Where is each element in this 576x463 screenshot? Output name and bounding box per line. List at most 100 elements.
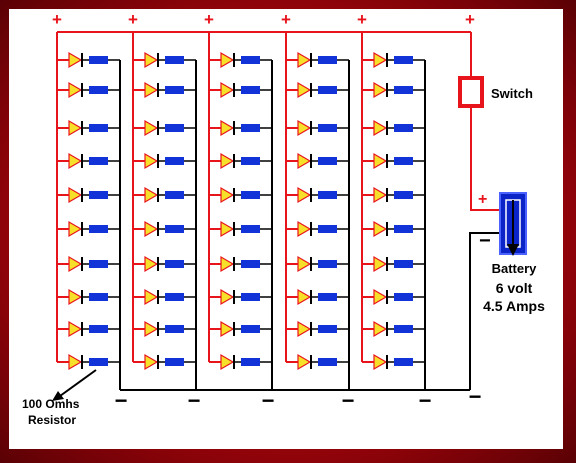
resistor-symbol	[241, 157, 260, 165]
resistor-symbol	[165, 157, 184, 165]
bottom-minus-signs: −−−−−−	[115, 384, 482, 413]
resistor-symbol	[241, 86, 260, 94]
led-symbol	[373, 288, 388, 306]
led-symbol	[373, 255, 388, 273]
resistor-symbol	[394, 191, 413, 199]
resistor-symbol	[89, 191, 108, 199]
led-symbol	[68, 81, 83, 99]
top-plus-sign: +	[281, 10, 291, 29]
switch-label: Switch	[491, 86, 533, 101]
resistor-symbol	[241, 56, 260, 64]
resistor-symbol	[318, 191, 337, 199]
resistor-symbol	[89, 124, 108, 132]
positive-wiring	[56, 31, 500, 363]
resistor-symbol	[241, 225, 260, 233]
resistor-symbol	[165, 358, 184, 366]
led-symbol	[220, 81, 235, 99]
led-symbol	[144, 152, 159, 170]
led-symbol	[373, 353, 388, 371]
led-symbol	[297, 119, 312, 137]
resistor-symbol	[165, 225, 184, 233]
led-symbol	[373, 51, 388, 69]
led-symbol	[68, 119, 83, 137]
resistor-symbol	[89, 86, 108, 94]
resistor-symbol	[89, 293, 108, 301]
led-symbol	[220, 152, 235, 170]
led-symbol	[144, 220, 159, 238]
led-symbol	[220, 186, 235, 204]
resistor-symbol	[89, 56, 108, 64]
top-plus-sign: +	[465, 10, 475, 29]
resistor-symbol	[89, 157, 108, 165]
led-symbol	[373, 119, 388, 137]
led-symbol	[68, 220, 83, 238]
resistor-symbol	[165, 124, 184, 132]
resistor-symbol	[318, 358, 337, 366]
resistor-symbol	[241, 293, 260, 301]
led-symbol	[68, 186, 83, 204]
resistor-symbol	[318, 86, 337, 94]
resistor-symbol	[165, 56, 184, 64]
led-symbol	[373, 220, 388, 238]
resistor-symbol	[394, 225, 413, 233]
resistor-symbol	[318, 124, 337, 132]
resistor-symbol	[318, 260, 337, 268]
led-symbol	[68, 255, 83, 273]
resistor-symbol	[318, 225, 337, 233]
battery-pointer-arrowhead	[507, 244, 519, 256]
resistor-callout-line2: Resistor	[28, 413, 76, 427]
battery-plus-sign: +	[478, 191, 487, 208]
battery-minus-sign: −	[479, 230, 491, 252]
led-symbol	[68, 51, 83, 69]
resistor-symbol	[394, 157, 413, 165]
resistor-symbol	[165, 191, 184, 199]
resistor-callout-arrowhead	[52, 391, 64, 401]
led-symbol	[68, 152, 83, 170]
led-columns	[68, 51, 413, 371]
resistor-symbol	[89, 325, 108, 333]
led-symbol	[144, 255, 159, 273]
resistor-symbol	[241, 325, 260, 333]
led-symbol	[297, 255, 312, 273]
led-symbol	[144, 81, 159, 99]
led-symbol	[220, 119, 235, 137]
resistor-symbol	[318, 56, 337, 64]
battery-current-label: 4.5 Amps	[483, 298, 545, 314]
top-plus-sign: +	[357, 10, 367, 29]
led-symbol	[297, 288, 312, 306]
led-symbol	[144, 51, 159, 69]
resistor-symbol	[241, 358, 260, 366]
led-symbol	[68, 320, 83, 338]
resistor-symbol	[165, 260, 184, 268]
led-symbol	[297, 353, 312, 371]
resistor-callout-line1: 100 Omhs	[22, 397, 80, 411]
battery-voltage-label: 6 volt	[496, 280, 533, 296]
led-symbol	[373, 186, 388, 204]
led-symbol	[220, 320, 235, 338]
led-symbol	[297, 186, 312, 204]
led-symbol	[297, 51, 312, 69]
top-plus-signs: ++++++	[52, 10, 475, 29]
resistor-symbol	[241, 191, 260, 199]
led-symbol	[297, 220, 312, 238]
positive-wire-to-battery	[470, 106, 500, 211]
resistor-symbol	[318, 325, 337, 333]
negative-wire-from-battery	[469, 232, 500, 390]
resistor-symbol	[394, 325, 413, 333]
led-symbol	[144, 186, 159, 204]
resistor-symbol	[165, 325, 184, 333]
resistor-callout-line	[59, 369, 97, 397]
led-symbol	[220, 353, 235, 371]
resistor-symbol	[89, 358, 108, 366]
led-symbol	[68, 288, 83, 306]
led-symbol	[220, 51, 235, 69]
bottom-minus-sign: −	[262, 388, 275, 413]
resistor-symbol	[394, 260, 413, 268]
resistor-symbol	[394, 124, 413, 132]
switch-symbol	[458, 76, 484, 108]
resistor-symbol	[241, 124, 260, 132]
led-symbol	[220, 255, 235, 273]
resistor-symbol	[394, 86, 413, 94]
bottom-minus-sign: −	[115, 388, 128, 413]
